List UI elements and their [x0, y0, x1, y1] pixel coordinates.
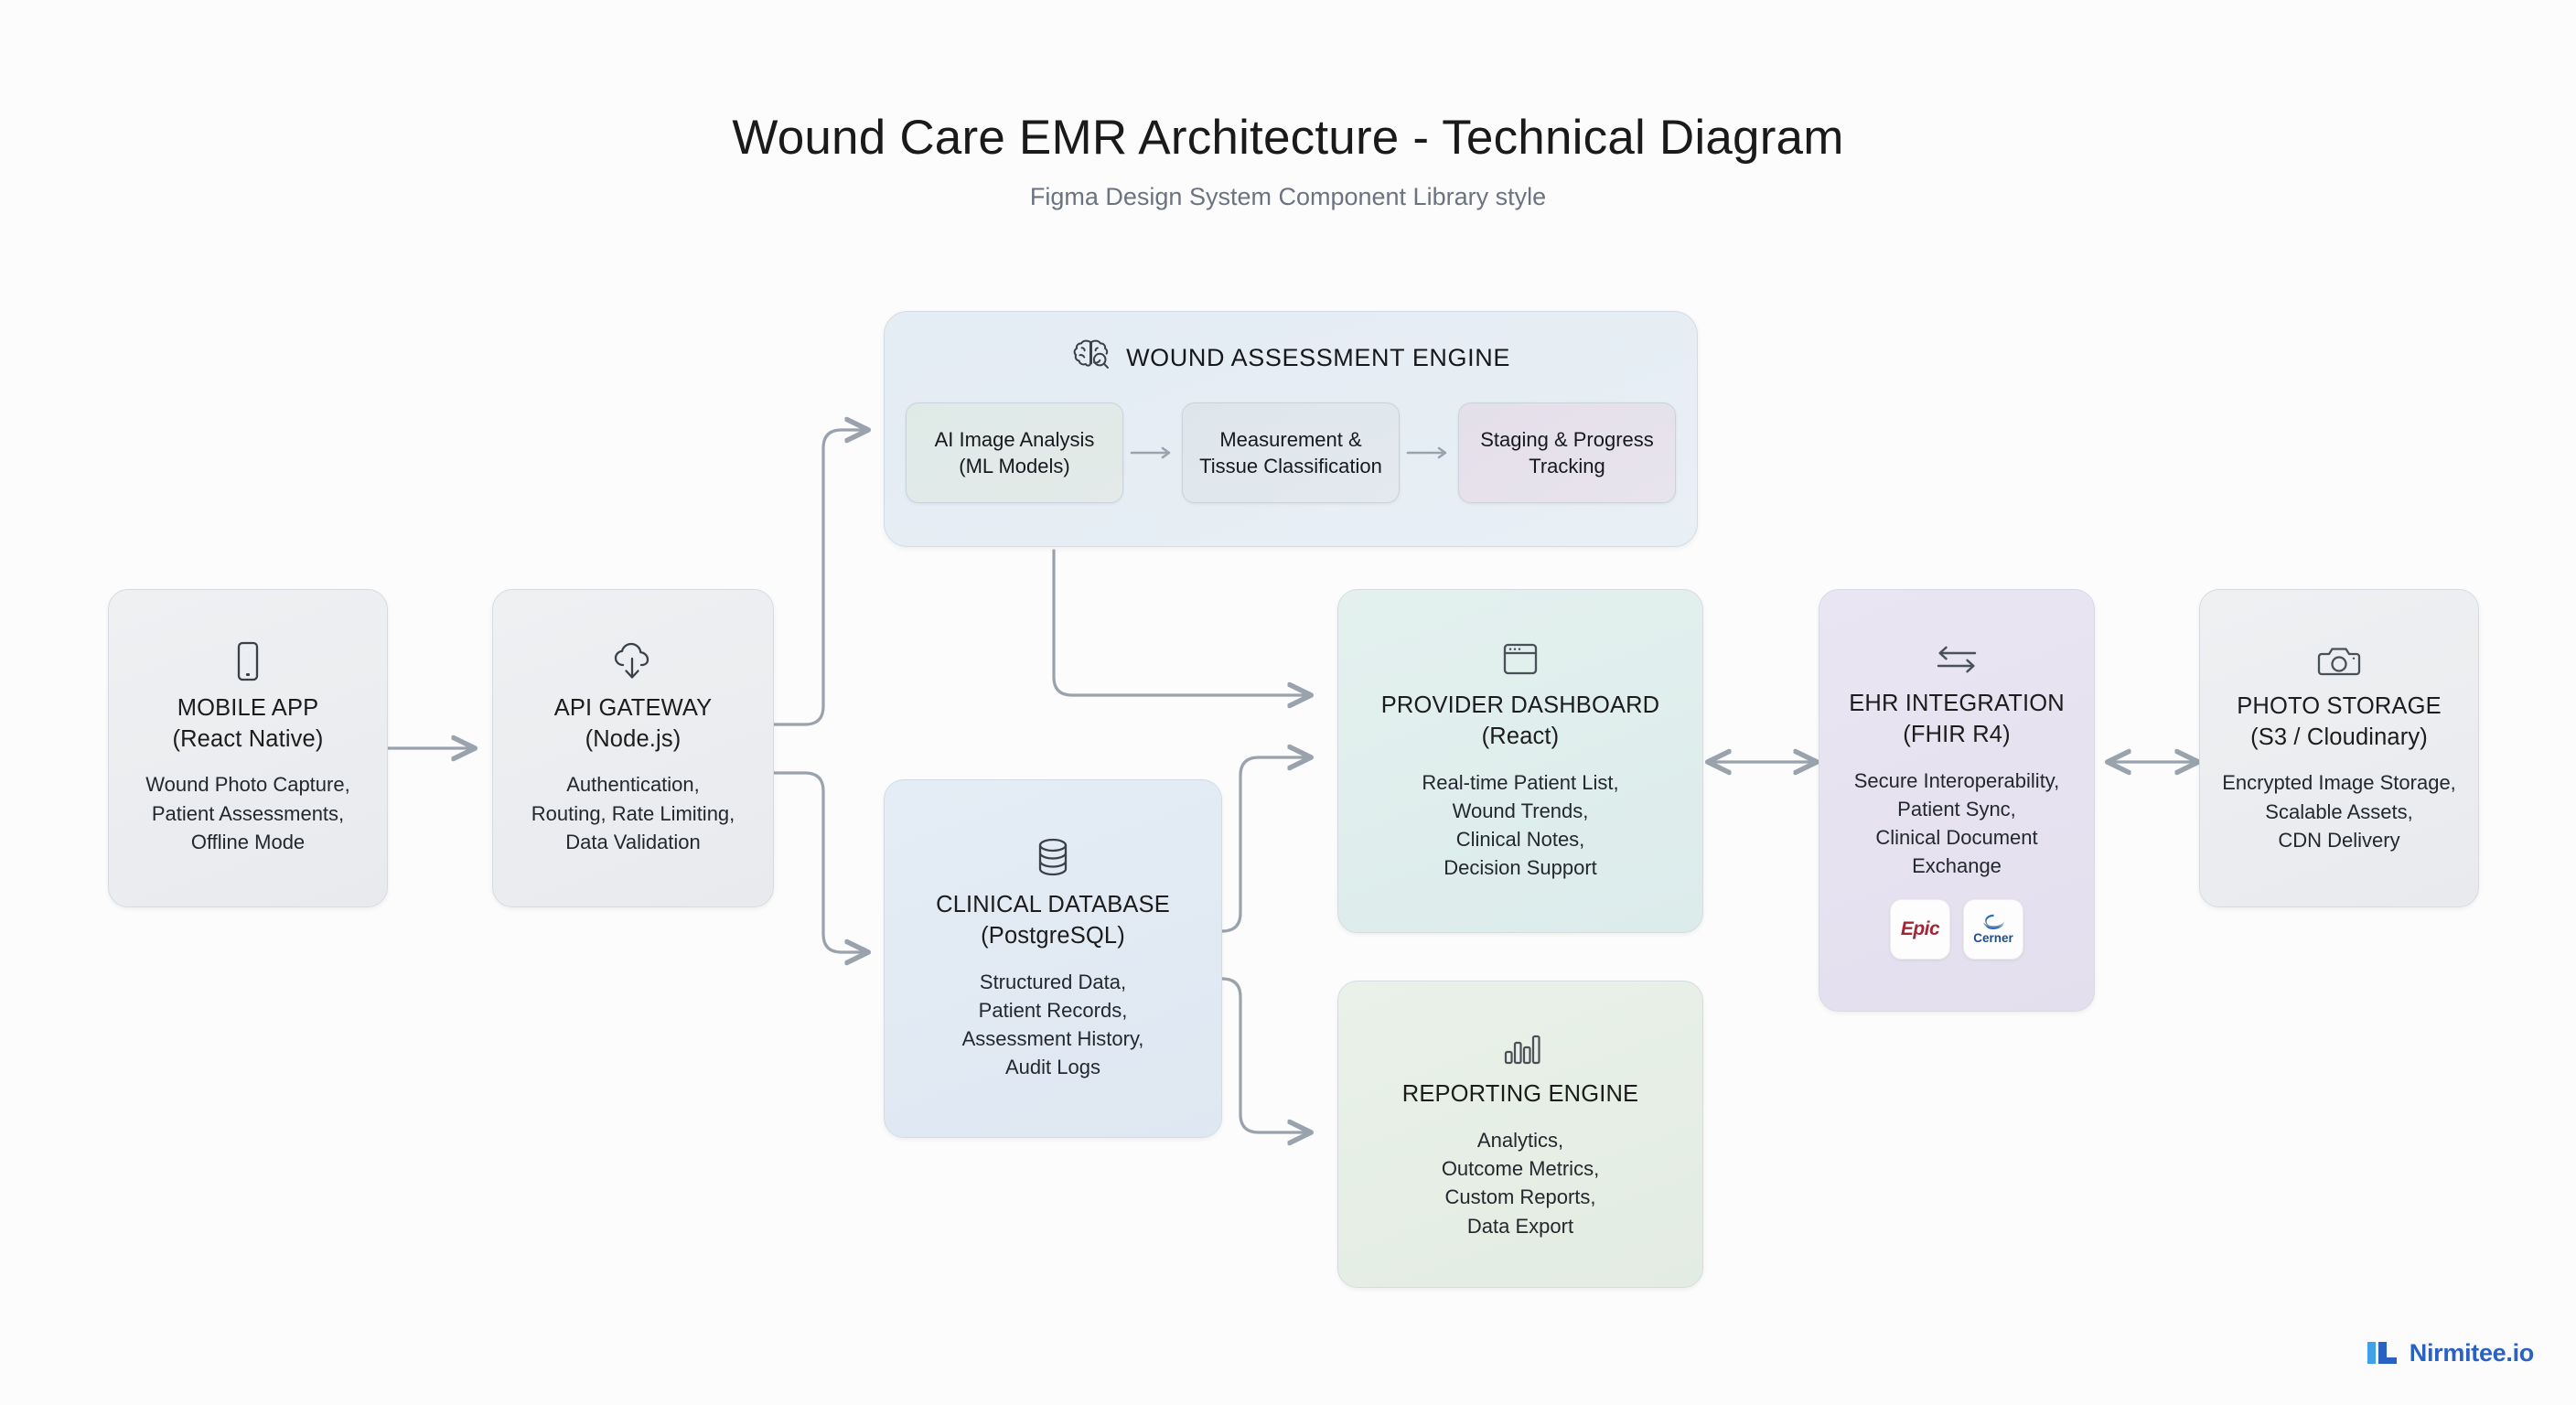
node-provider-dashboard[interactable]: PROVIDER DASHBOARD(React) Real-time Pati…	[1337, 589, 1703, 933]
engine-step-label: AI Image Analysis(ML Models)	[934, 427, 1095, 477]
database-icon	[1032, 835, 1074, 879]
brain-search-icon	[1071, 338, 1111, 379]
node-title: REPORTING ENGINE	[1401, 1081, 1639, 1108]
engine-step-arrow-1	[1123, 446, 1182, 459]
engine-step-arrow-2	[1400, 446, 1458, 459]
exchange-arrows-icon	[1933, 641, 1980, 678]
camera-icon	[2316, 642, 2362, 681]
node-mobile-app[interactable]: MOBILE APP(React Native) Wound Photo Cap…	[108, 589, 388, 907]
page-title: Wound Care EMR Architecture - Technical …	[732, 111, 1844, 165]
wound-assessment-engine-panel[interactable]: WOUND ASSESSMENT ENGINE AI Image Analysi…	[884, 311, 1698, 547]
node-photo-storage[interactable]: PHOTO STORAGE(S3 / Cloudinary) Encrypted…	[2199, 589, 2479, 907]
edge-engine-to-dashboard	[1052, 549, 1310, 695]
node-description: Wound Photo Capture,Patient Assessments,…	[145, 773, 350, 853]
node-ehr-integration[interactable]: EHR INTEGRATION(FHIR R4) Secure Interope…	[1819, 589, 2095, 1012]
edge-database-to-dashboard	[1220, 757, 1310, 933]
node-description: Structured Data,Patient Records,Assessme…	[961, 970, 1144, 1079]
mobile-phone-icon	[231, 640, 264, 682]
engine-steps-row: AI Image Analysis(ML Models) Measurement…	[885, 402, 1697, 503]
node-description: Secure Interoperability,Patient Sync,Cli…	[1853, 768, 2060, 878]
engine-step-measurement-tissue-classification[interactable]: Measurement &Tissue Classification	[1182, 402, 1400, 503]
engine-step-label: Measurement &Tissue Classification	[1199, 427, 1382, 477]
watermark-text: Nirmitee.io	[2409, 1339, 2535, 1367]
node-title: API GATEWAY(Node.js)	[553, 694, 713, 752]
epic-logo-chip[interactable]: Epic	[1890, 898, 1950, 960]
engine-step-ai-image-analysis[interactable]: AI Image Analysis(ML Models)	[906, 402, 1123, 503]
node-reporting-engine[interactable]: REPORTING ENGINE Analytics,Outcome Metri…	[1337, 981, 1703, 1288]
node-clinical-database[interactable]: CLINICAL DATABASE(PostgreSQL) Structured…	[884, 779, 1222, 1138]
ehr-vendor-logos: Epic Cerner	[1890, 898, 2023, 960]
engine-label: WOUND ASSESSMENT ENGINE	[1126, 344, 1510, 371]
engine-header: WOUND ASSESSMENT ENGINE	[885, 338, 1697, 379]
node-description: Analytics,Outcome Metrics,Custom Reports…	[1441, 1128, 1600, 1238]
node-title: PHOTO STORAGE(S3 / Cloudinary)	[2237, 692, 2442, 750]
epic-logo-text: Epic	[1900, 917, 1940, 939]
page-subtitle: Figma Design System Component Library st…	[1029, 183, 1547, 210]
nirmitee-logo-icon	[2367, 1336, 2399, 1370]
cloud-download-icon	[611, 640, 655, 682]
node-description: Authentication,Routing, Rate Limiting,Da…	[531, 773, 735, 853]
cerner-logo-chip[interactable]: Cerner	[1963, 898, 2023, 960]
edge-gateway-to-database	[771, 771, 867, 952]
watermark[interactable]: Nirmitee.io	[2367, 1336, 2534, 1370]
node-title: MOBILE APP(React Native)	[172, 694, 324, 752]
edge-database-to-reporting	[1220, 977, 1310, 1132]
cerner-mark-icon	[1983, 915, 2005, 930]
bar-chart-icon	[1498, 1028, 1542, 1068]
node-title: PROVIDER DASHBOARD(React)	[1380, 692, 1660, 750]
cerner-logo-text: Cerner	[1973, 931, 2013, 946]
node-description: Encrypted Image Storage,Scalable Assets,…	[2222, 771, 2456, 852]
node-api-gateway[interactable]: API GATEWAY(Node.js) Authentication,Rout…	[492, 589, 774, 907]
node-title: CLINICAL DATABASE(PostgreSQL)	[936, 892, 1170, 949]
browser-window-icon	[1498, 639, 1542, 680]
edge-gateway-to-engine	[771, 430, 867, 726]
node-description: Real-time Patient List,Wound Trends,Clin…	[1422, 770, 1619, 880]
node-title: EHR INTEGRATION(FHIR R4)	[1849, 691, 2065, 748]
